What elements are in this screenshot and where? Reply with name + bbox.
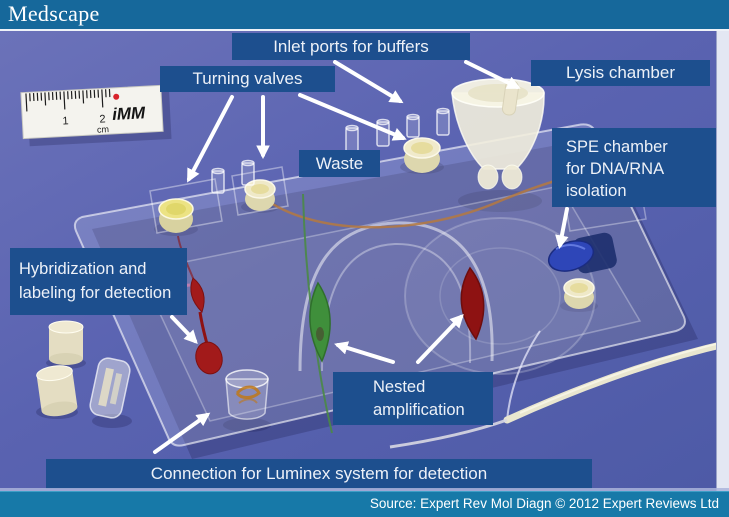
label-spe-chamber: SPE chamber for DNA/RNA isolation xyxy=(552,128,718,207)
arrow-turning-valve-1 xyxy=(187,95,234,183)
source-text: Source: Expert Rev Mol Diagn © 2012 Expe… xyxy=(369,496,719,511)
arrow-nested-red xyxy=(416,314,464,364)
turning-valve-3 xyxy=(403,137,441,173)
lysis-funnel xyxy=(451,78,545,190)
photo-scene: 1 2 cm iMM xyxy=(20,60,729,459)
spare-valve-cylinders xyxy=(36,320,131,419)
arrow-inlet-ports xyxy=(333,60,404,104)
inlet-port xyxy=(211,167,225,194)
inlet-port xyxy=(241,159,255,186)
luminex-connection-port xyxy=(225,369,269,420)
arrow-connection xyxy=(153,412,211,454)
label-nested-amplification: Nested amplification xyxy=(333,372,493,425)
svg-text:1: 1 xyxy=(62,115,69,127)
turning-valve-4 xyxy=(563,278,595,309)
inlet-port xyxy=(345,124,359,153)
svg-text:iMM: iMM xyxy=(112,103,147,124)
svg-text:2: 2 xyxy=(99,113,106,125)
arrow-nested-green xyxy=(334,341,395,364)
spe-chamber-blue xyxy=(547,232,617,274)
label-line: isolation xyxy=(566,182,627,200)
label-line: SPE chamber xyxy=(566,138,668,156)
inlet-port xyxy=(376,118,390,147)
label-lysis-chamber: Lysis chamber xyxy=(531,60,710,86)
source-bar: Source: Expert Rev Mol Diagn © 2012 Expe… xyxy=(0,491,729,517)
arrow-hybridization xyxy=(170,315,198,344)
turning-valves-group xyxy=(158,137,595,309)
label-hybridization: Hybridization and labeling for detection xyxy=(10,248,187,315)
turning-valve-1 xyxy=(158,198,194,233)
label-waste: Waste xyxy=(299,150,380,177)
photo-bottom-border xyxy=(0,488,729,491)
arrow-spe-chamber xyxy=(555,207,569,250)
label-line: Hybridization and xyxy=(19,260,147,278)
label-turning-valves: Turning valves xyxy=(160,66,335,92)
label-connection-luminex: Connection for Luminex system for detect… xyxy=(46,459,592,489)
microfluidic-chip xyxy=(73,123,686,447)
label-line: for DNA/RNA xyxy=(566,160,665,178)
inlet-ports-group xyxy=(211,107,450,194)
hybridization-chambers xyxy=(190,277,223,375)
svg-text:cm: cm xyxy=(97,124,110,135)
label-line: amplification xyxy=(373,401,465,419)
imm-logo: iMM xyxy=(112,93,147,124)
arrow-lysis-chamber xyxy=(464,60,521,89)
label-line: labeling for detection xyxy=(19,284,172,302)
header-separator xyxy=(0,29,729,31)
photo-right-border xyxy=(716,31,729,491)
nested-amplification-chambers xyxy=(309,266,485,363)
figure-photo: 1 2 cm iMM xyxy=(0,31,729,491)
callout-arrows xyxy=(153,60,569,454)
inlet-port xyxy=(406,113,420,138)
label-inlet-ports: Inlet ports for buffers xyxy=(232,33,470,60)
inlet-port xyxy=(436,107,450,136)
luminex-tube xyxy=(389,339,729,449)
medscape-logo: Medscape xyxy=(8,1,100,26)
label-line: Nested xyxy=(373,378,426,396)
ruler-ticks xyxy=(25,89,111,112)
cm-ruler: 1 2 cm iMM xyxy=(20,84,164,140)
arrow-turning-valve-3 xyxy=(298,93,407,141)
medscape-header: Medscape xyxy=(0,0,729,29)
